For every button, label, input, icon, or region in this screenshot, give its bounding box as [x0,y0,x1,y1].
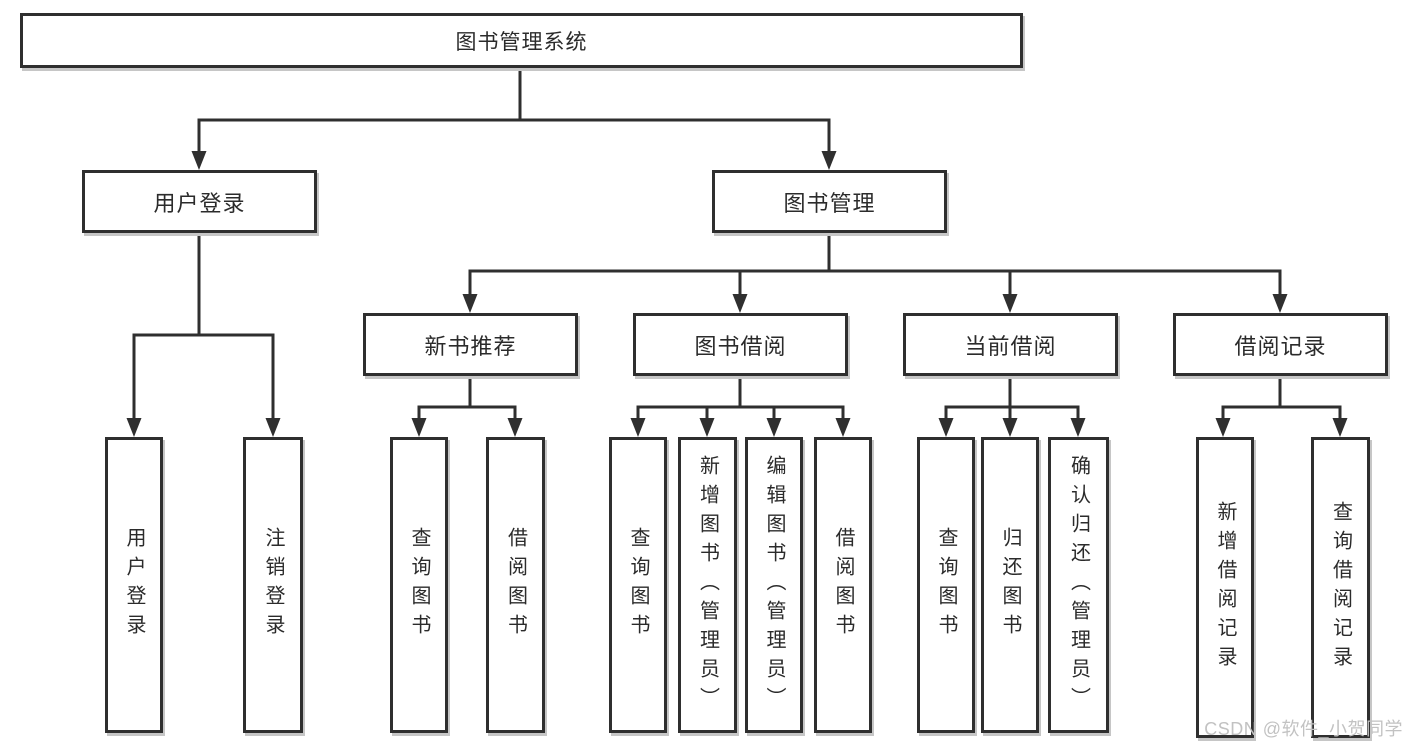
node-label: 借阅记录 [1234,333,1327,359]
node-label: 新书推荐 [424,333,517,359]
node-label: 确认归还（管理员） [1067,454,1090,716]
node-label: 查询图书 [935,527,957,643]
leaf-query-book-current: 查询图书 [917,437,975,733]
leaf-return-book: 归还图书 [981,437,1039,733]
leaf-borrow-book-recommend: 借阅图书 [486,437,545,733]
node-label: 当前借阅 [964,333,1057,359]
node-label: 用户登录 [123,527,145,643]
node-label: 图书借阅 [694,333,787,359]
node-label: 编辑图书（管理员） [763,454,785,716]
node-label: 图书管理 [783,190,876,216]
tree-edges [132,66,1342,422]
leaf-query-borrow-record: 查询借阅记录 [1311,437,1370,738]
node-label: 用户登录 [153,190,246,216]
leaf-add-borrow-record: 新增借阅记录 [1196,437,1254,738]
node-label: 图书管理系统 [455,30,588,54]
node-root-library-system: 图书管理系统 [20,13,1023,68]
node-label: 查询借阅记录 [1329,500,1352,675]
node-label: 借阅图书 [504,527,527,643]
node-label: 查询图书 [408,527,430,643]
node-borrow-record: 借阅记录 [1173,313,1388,376]
node-current-borrow: 当前借阅 [903,313,1118,376]
leaf-query-book-borrow: 查询图书 [609,437,667,733]
node-book-management: 图书管理 [712,170,947,233]
leaf-confirm-return-admin: 确认归还（管理员） [1048,437,1109,733]
leaf-add-book-admin: 新增图书（管理员） [678,437,737,733]
node-user-login: 用户登录 [82,170,317,233]
node-label: 新增借阅记录 [1214,500,1236,675]
node-label: 归还图书 [999,527,1021,643]
node-label: 新增图书（管理员） [696,454,719,716]
leaf-edit-book-admin: 编辑图书（管理员） [745,437,803,733]
node-new-book-recommend: 新书推荐 [363,313,578,376]
node-label: 借阅图书 [832,527,854,643]
node-book-borrow: 图书借阅 [633,313,848,376]
leaf-logout: 注销登录 [243,437,303,733]
arrowheads [126,151,1348,437]
leaf-user-login: 用户登录 [105,437,163,733]
leaf-query-book-recommend: 查询图书 [390,437,448,733]
csdn-watermark: CSDN @软件_小贺同学 [1204,719,1403,739]
node-label: 查询图书 [627,527,649,643]
node-label: 注销登录 [262,527,284,643]
leaf-borrow-book: 借阅图书 [814,437,872,733]
